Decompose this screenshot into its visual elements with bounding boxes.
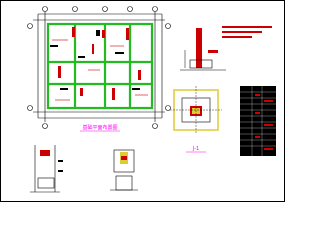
footing-label: J-1	[192, 146, 199, 152]
foundation-plan	[27, 6, 171, 129]
plan-title: 基础平面布置图	[82, 124, 117, 131]
column-section-detail	[110, 149, 138, 191]
wall-section	[180, 28, 226, 71]
plan-annotations	[50, 30, 140, 90]
cad-drawing-canvas: 基础平面布置图 J-1	[0, 0, 285, 202]
pier-annotations	[58, 160, 63, 172]
grid-bubbles	[27, 6, 171, 129]
plan-grid-lines	[33, 12, 165, 122]
drawing-sheet: 基础平面布置图 J-1	[0, 0, 285, 202]
footing-detail-j1	[170, 86, 222, 134]
design-notes	[222, 26, 272, 38]
plan-column-marks	[58, 27, 141, 100]
foundation-beams	[46, 22, 154, 110]
pier-detail-left	[30, 145, 60, 193]
plan-rebar-ticks	[52, 39, 148, 101]
rebar-schedule-table	[240, 86, 276, 156]
